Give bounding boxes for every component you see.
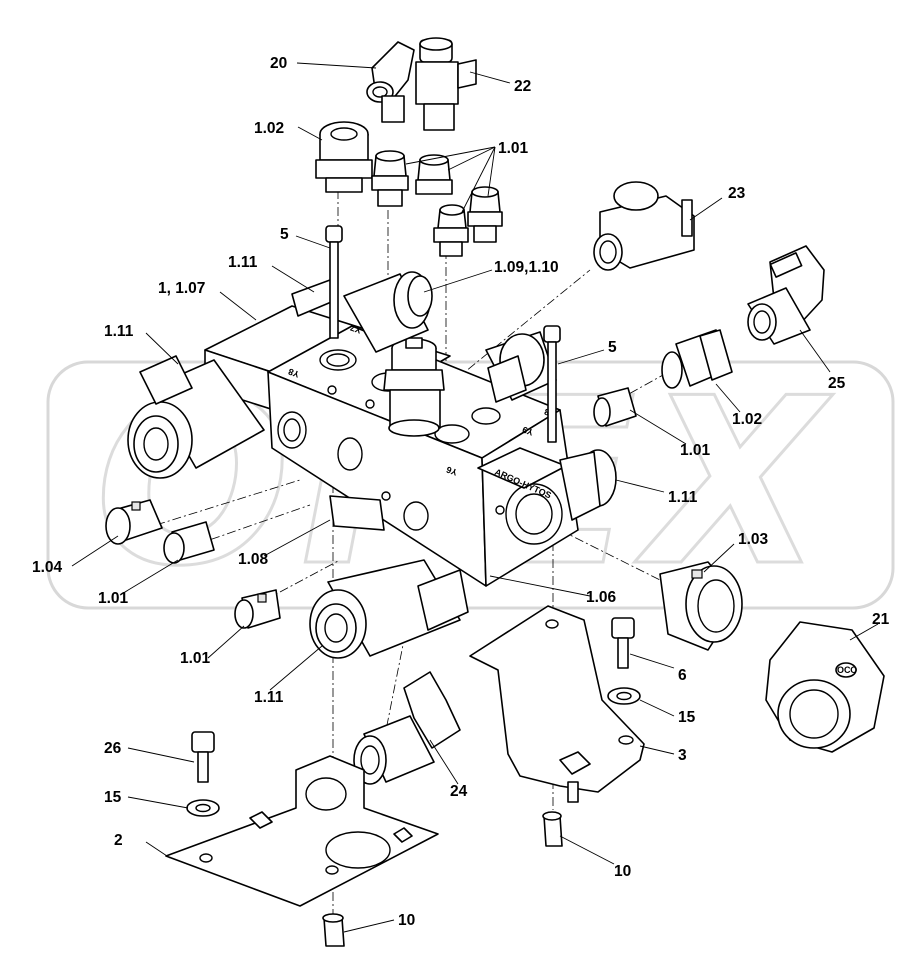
label-1-01-right: 1.01 <box>680 442 711 459</box>
part-1-01-fitting-cluster <box>371 150 503 257</box>
solenoid-coil-bottom <box>309 495 469 659</box>
part-26-bolt <box>191 731 215 783</box>
part-10-sleeve-bottom <box>322 913 345 947</box>
leader-lines <box>71 62 879 933</box>
part-2-bracket-left <box>165 755 439 907</box>
part-20-elbow-fitting <box>366 41 415 123</box>
part-5-bolt-left <box>325 225 343 339</box>
label-1-11-right: 1.11 <box>668 489 698 506</box>
part-5-bolt-right <box>543 325 561 443</box>
label-15-left: 15 <box>104 789 122 806</box>
label-1-09-1-10: 1.09,1.10 <box>494 259 559 276</box>
solenoid-coil-left <box>127 355 265 479</box>
label-2: 2 <box>114 832 123 849</box>
label-15-right: 15 <box>678 709 696 726</box>
label-26: 26 <box>104 740 122 757</box>
label-1-1-07: 1, 1.07 <box>158 280 205 297</box>
part-23-plug-cap <box>593 181 695 271</box>
label-1-11-left: 1.11 <box>104 323 134 340</box>
label-5-left: 5 <box>280 226 289 243</box>
solenoid-coil-right <box>485 331 617 521</box>
part-6-bolt <box>611 617 635 669</box>
label-22: 22 <box>514 78 531 95</box>
label-5-right: 5 <box>608 339 617 356</box>
part-21-nut: ОСО <box>765 621 885 753</box>
label-1-11-bottom: 1.11 <box>254 689 284 706</box>
part-1-02-top-fitting <box>315 121 373 193</box>
label-1-04: 1.04 <box>32 559 63 576</box>
label-1-02-right: 1.02 <box>732 411 762 428</box>
label-1-08: 1.08 <box>238 551 269 568</box>
part-15-washer-left <box>186 799 220 817</box>
label-1-01-top: 1.01 <box>498 140 529 157</box>
cartridge-valve <box>383 337 445 437</box>
part-10-sleeve-right <box>542 811 563 847</box>
label-1-06: 1.06 <box>586 589 617 606</box>
label-20: 20 <box>270 55 287 72</box>
mark-y6: Y6 <box>445 464 459 477</box>
part-labels: 20 22 1.02 1.01 23 5 1.11 1.09,1.10 1, 1… <box>32 55 890 929</box>
part-1-01-lower-fitting <box>234 589 281 629</box>
part-15-washer-right <box>607 687 641 705</box>
label-3: 3 <box>678 747 687 764</box>
label-1-01-lower: 1.01 <box>180 650 211 667</box>
label-10-bottom: 10 <box>398 912 415 929</box>
part-22-tee-fitting <box>415 37 477 131</box>
part-1-04-left-fitting <box>105 499 163 545</box>
label-23: 23 <box>728 185 746 202</box>
part-25-elbow <box>747 245 825 345</box>
part-1-01-right-fitting <box>593 387 637 427</box>
mark-y9: Y9 <box>521 424 535 437</box>
part-1-02-right-fitting <box>661 329 733 389</box>
part-24-elbow-fitting <box>353 671 461 785</box>
label-24: 24 <box>450 783 468 800</box>
part-1-01-left-fitting <box>163 521 215 564</box>
mark-y7: Y7 <box>349 322 363 335</box>
label-25: 25 <box>828 375 846 392</box>
label-1-02-top: 1.02 <box>254 120 284 137</box>
mark-y8-left: Y8 <box>287 366 301 379</box>
label-1-03: 1.03 <box>738 531 769 548</box>
part-3-bracket-right <box>469 605 645 803</box>
label-1-01-left: 1.01 <box>98 590 129 607</box>
label-6: 6 <box>678 667 687 684</box>
label-21: 21 <box>872 611 890 628</box>
part-1-03-large-fitting <box>659 561 743 651</box>
nut-mark: ОСО <box>837 665 857 675</box>
label-10-right: 10 <box>614 863 631 880</box>
label-1-11-top: 1.11 <box>228 254 258 271</box>
